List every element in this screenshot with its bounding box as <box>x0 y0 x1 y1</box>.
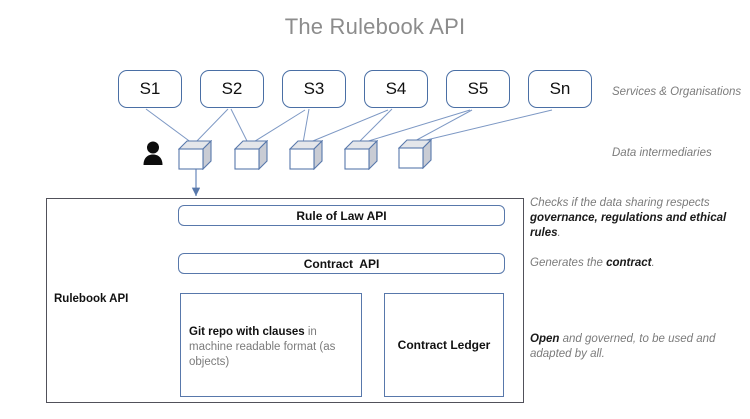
service-label: Sn <box>549 79 571 98</box>
service-box-s5[interactable]: S5 <box>446 70 510 108</box>
cube-icon-2[interactable] <box>233 139 269 171</box>
service-to-cube-links <box>145 108 553 144</box>
service-box-s3[interactable]: S3 <box>282 70 346 108</box>
rulebook-api-label: Rulebook API <box>54 293 129 305</box>
annotation-governance: Checks if the data sharing respects gove… <box>530 196 745 241</box>
git-repo-text-rest: in machine readable format (as objects) <box>189 326 336 368</box>
person-icon <box>142 140 164 166</box>
annotation-generates-part2: . <box>651 257 655 269</box>
contract-ledger-box[interactable] <box>384 293 504 397</box>
service-label: S1 <box>139 79 161 98</box>
cube-icon-4[interactable] <box>343 139 379 171</box>
annotation-governance-bold: governance, regulations and ethical rule… <box>530 212 727 239</box>
annotation-generates-bold: contract <box>606 257 652 269</box>
annotation-open-bold: Open <box>530 333 560 345</box>
rule-of-law-api-box[interactable]: Rule of Law API <box>178 205 505 226</box>
git-repo-box[interactable] <box>180 293 362 397</box>
service-box-s2[interactable]: S2 <box>200 70 264 108</box>
rule-of-law-api-label: Rule of Law API <box>296 208 387 223</box>
service-box-s4[interactable]: S4 <box>364 70 428 108</box>
annotation-governance-part1: Checks if the data sharing respects <box>530 197 710 209</box>
annotation-open: Open and governed, to be used and adapte… <box>530 332 730 362</box>
annotation-generates-part1: Generates the <box>530 257 607 269</box>
intermediaries-row-label: Data intermediaries <box>612 147 712 159</box>
annotation-open-part2: and governed, to be used and adapted by … <box>530 333 716 360</box>
service-label: S5 <box>467 79 489 98</box>
page-title: The Rulebook API <box>284 14 466 39</box>
service-box-s1[interactable]: S1 <box>118 70 182 108</box>
service-label: S3 <box>303 79 325 98</box>
git-repo-text-bold: Git repo with clauses <box>189 326 305 338</box>
contract-api-box[interactable]: Contract API <box>178 253 505 274</box>
cube-icon-3[interactable] <box>288 139 324 171</box>
service-label: S4 <box>385 79 407 98</box>
contract-ledger-text: Contract Ledger <box>397 338 491 352</box>
contract-api-label: Contract API <box>303 256 380 271</box>
cube-icon-1[interactable] <box>177 139 213 171</box>
services-row-label: Services & Organisations <box>612 86 742 98</box>
service-label: S2 <box>221 79 243 98</box>
service-box-sn[interactable]: Sn <box>528 70 592 108</box>
annotation-generates: Generates the contract. <box>530 256 745 271</box>
cube-icon-5[interactable] <box>397 138 433 170</box>
annotation-governance-part2: . <box>557 227 561 239</box>
git-repo-text: Git repo with clauses in machine readabl… <box>189 325 349 370</box>
